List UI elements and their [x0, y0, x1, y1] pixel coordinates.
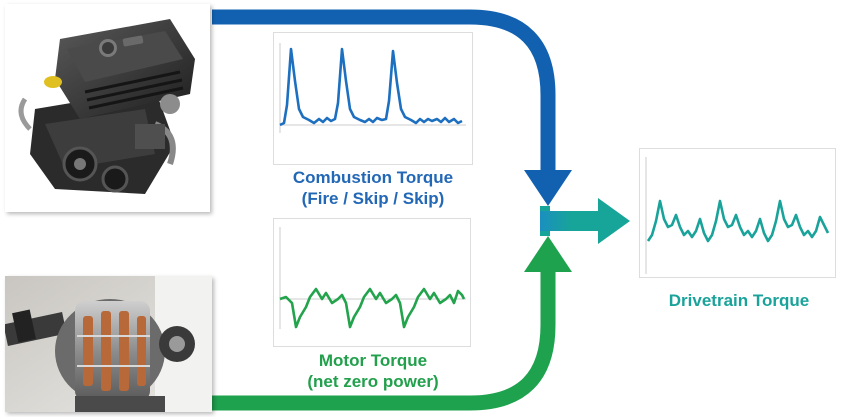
drivetrain-torque-chart	[639, 148, 836, 278]
motor-flow-arrow	[212, 236, 572, 411]
combustion-torque-chart	[273, 32, 473, 165]
combustion-caption-line1: Combustion Torque	[292, 168, 454, 187]
drivetrain-caption: Drivetrain Torque	[668, 291, 810, 310]
combustion-waveform	[279, 47, 463, 127]
electric-motor-photo	[5, 276, 212, 412]
combustion-caption-line2: (Fire / Skip / Skip)	[301, 189, 445, 208]
drivetrain-flow-arrow	[540, 198, 630, 244]
combustion-flow-arrow	[212, 9, 572, 206]
engine-photo	[5, 4, 210, 212]
combustion-caption: Combustion Torque (Fire / Skip / Skip)	[263, 167, 483, 209]
drivetrain-waveform	[646, 199, 830, 243]
motor-waveform	[279, 287, 466, 329]
motor-torque-chart	[273, 218, 471, 347]
motor-caption: Motor Torque (net zero power)	[263, 350, 483, 392]
motor-caption-line2: (net zero power)	[307, 372, 439, 391]
motor-caption-line1: Motor Torque	[318, 351, 428, 370]
